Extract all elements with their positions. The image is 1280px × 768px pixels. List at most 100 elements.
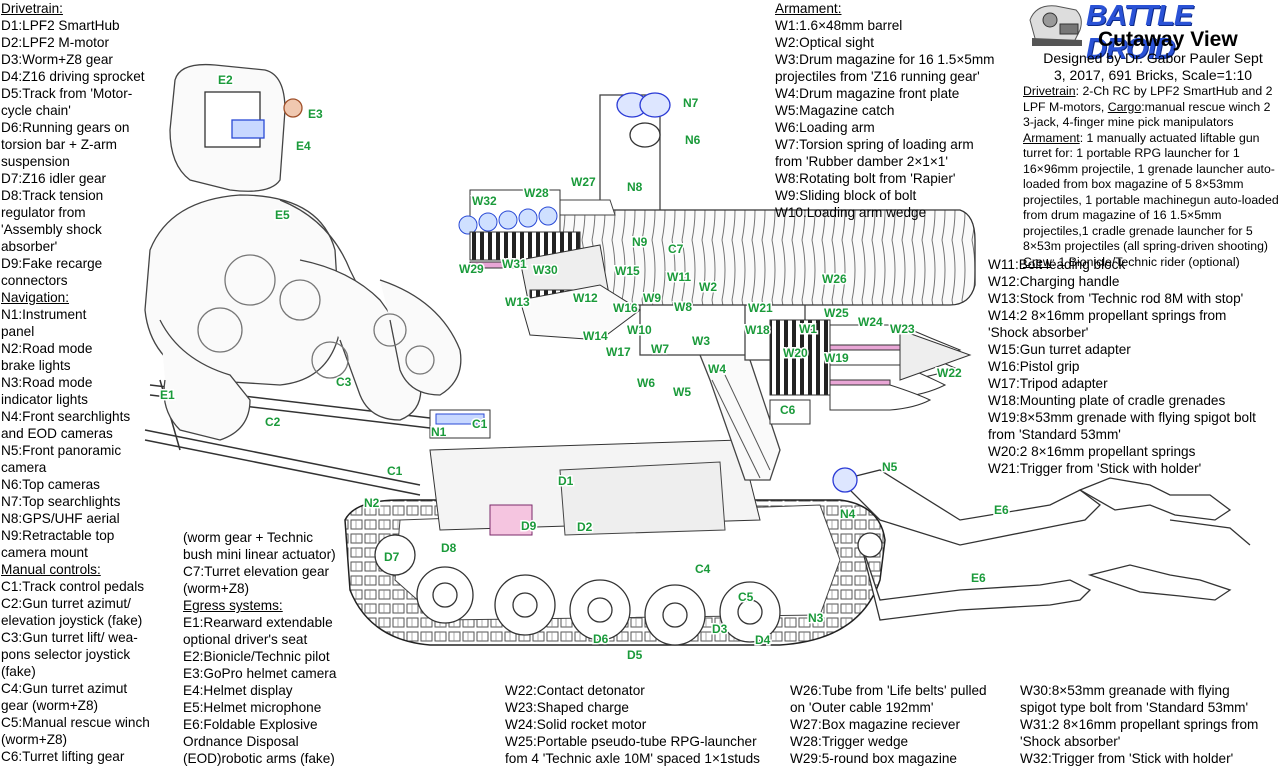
legend-item: absorber' [1,239,58,254]
legend-item: cycle chain' [1,103,71,118]
credit-block: Designed by Dr. Gabor Pauler Sept 3, 201… [1028,50,1278,84]
callout-e4: E4 [296,139,311,153]
legend-item: W27:Box magazine reciever [790,717,960,732]
armament-heading: Armament [1023,130,1080,145]
legend-item: W6:Loading arm [775,120,875,135]
callout-c6: C6 [780,403,796,417]
legend-item: W31:2 8×16mm propellant springs from [1020,717,1259,732]
callout-c1: C1 [387,464,403,478]
legend-item: 'Assembly shock [1,222,102,237]
legend-item: C3:Gun turret lift/ wea- [1,630,138,645]
legend-item: D2:LPF2 M-motor [1,35,110,50]
callout-w3: W3 [692,334,710,348]
callout-w4: W4 [708,362,726,376]
legend-item: gear (worm+Z8) [1,698,99,713]
callout-d8: D8 [441,541,457,555]
legend-item: N7:Top searchlights [1,494,121,509]
callout-w27: W27 [571,175,596,189]
legend-item: C1:Track control pedals [1,579,145,594]
legend-item: (worm gear + Technic [183,530,314,545]
callout-w9: W9 [643,291,661,305]
legend-heading: Armament: [775,1,842,16]
legend-item: N8:GPS/UHF aerial [1,511,120,526]
legend-item: on 'Outer cable 192mm' [790,700,934,715]
callout-d9: D9 [521,519,537,533]
legend-item: from 'Rubber damber 2×1×1' [775,154,948,169]
legend-item: N3:Road mode [1,375,93,390]
callout-w28: W28 [524,186,549,200]
callout-w24: W24 [858,315,883,329]
legend-bottom-column-3: W30:8×53mm greanade with flying spigot ty… [1020,682,1258,767]
legend-item: W9:Sliding block of bolt [775,188,917,203]
callout-c1: C1 [472,417,488,431]
callout-n4: N4 [840,507,856,521]
legend-item: (fake) [1,664,36,679]
legend-item: C7:Turret elevation gear [183,564,330,579]
cargo-heading: Cargo [1107,99,1142,114]
legend-item: D4:Z16 driving sprocket [1,69,145,84]
legend-item: W1:1.6×48mm barrel [775,18,903,33]
callout-w11: W11 [667,270,691,284]
callout-d4: D4 [755,633,771,647]
credit-line: Designed by Dr. Gabor Pauler Sept [1043,50,1263,66]
callout-n7: N7 [683,96,699,110]
drivetrain-text: : 2-Ch RC by LPF2 SmartHub and 2 LPF M-m… [1023,84,1273,114]
callout-c4: C4 [695,562,711,576]
callout-w15: W15 [615,264,640,278]
callout-w32: W32 [472,194,497,208]
legend-item: indicator lights [1,392,88,407]
legend-item: W12:Charging handle [988,274,1120,289]
tracked-chassis [344,409,886,646]
legend-item: E3:GoPro helmet camera [183,666,337,681]
legend-item: torsion bar + Z-arm [1,137,117,152]
legend-item: fom 4 'Technic axle 10M' spaced 1×1studs [505,751,760,766]
legend-item: E6:Foldable Explosive [183,717,318,732]
legend-item: W26:Tube from 'Life belts' pulled [790,683,987,698]
legend-item: C2:Gun turret azimut/ [1,596,131,611]
legend-heading: Egress systems: [183,598,283,613]
description-block: Drivetrain: 2-Ch RC by LPF2 SmartHub and… [1023,84,1279,270]
pilot-figure [144,63,462,441]
callout-n3: N3 [808,611,824,625]
legend-item: W21:Trigger from 'Stick with holder' [988,461,1202,476]
legend-item: from 'Standard 53mm' [988,427,1121,442]
legend-item: E5:Helmet microphone [183,700,322,715]
callout-w23: W23 [890,322,915,336]
legend-item: W22:Contact detonator [505,683,645,698]
legend-item: W30:8×53mm greanade with flying [1020,683,1230,698]
callout-d1: D1 [558,474,574,488]
legend-item: W28:Trigger wedge [790,734,909,749]
legend-item: spigot type bolt from 'Standard 53mm' [1020,700,1249,715]
armament-text: : 1 manually actuated liftable gun turre… [1023,130,1279,254]
credit-line: 3, 2017, 691 Bricks, Scale=1:10 [1053,67,1253,83]
callout-e5: E5 [275,208,290,222]
legend-item: bush mini linear actuator) [183,547,336,562]
legend-item: 'Shock absorber' [988,325,1089,340]
legend-item: W3:Drum magazine for 16 1.5×5mm [775,52,995,67]
cradle-grenades [769,319,972,425]
legend-item: N1:Instrument [1,307,87,322]
page-title: Cutaway View [1098,28,1238,51]
callout-n2: N2 [364,496,380,510]
callout-e6: E6 [994,503,1009,517]
legend-item: W29:5-round box magazine [790,751,957,766]
legend-item: N6:Top cameras [1,477,100,492]
callout-w7: W7 [651,342,669,356]
callout-c3: C3 [336,375,352,389]
legend-item: W19:8×53mm grenade with flying spigot bo… [988,410,1256,425]
legend-item: E2:Bionicle/Technic pilot [183,649,330,664]
callout-d5: D5 [627,648,643,662]
callout-n6: N6 [685,133,701,147]
legend-item: N5:Front panoramic [1,443,122,458]
crew-heading: Crew [1023,254,1052,269]
legend-item: W4:Drum magazine front plate [775,86,960,101]
callout-n9: N9 [632,235,648,249]
legend-item: W5:Magazine catch [775,103,895,118]
callout-d2: D2 [577,520,593,534]
legend-item: brake lights [1,358,71,373]
callout-w18: W18 [745,323,770,337]
legend-item: W20:2 8×16mm propellant springs [988,444,1196,459]
